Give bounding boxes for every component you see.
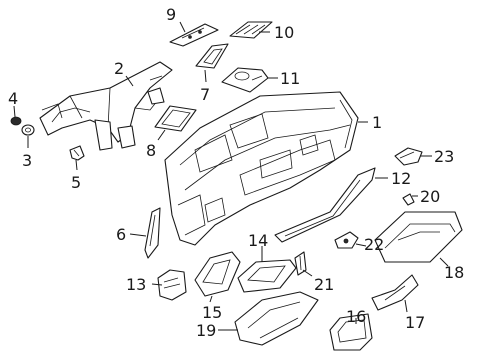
callout-1: 1	[372, 113, 382, 132]
callout-8: 8	[146, 141, 156, 160]
callout-22: 22	[364, 235, 384, 254]
callout-12: 12	[391, 169, 411, 188]
callout-19: 19	[196, 321, 216, 340]
leader-lines	[13, 21, 449, 331]
mounting-bracket	[294, 251, 307, 276]
callout-23: 23	[434, 147, 454, 166]
instrument-panel	[164, 91, 359, 246]
callout-20: 20	[420, 187, 440, 206]
switch-panel-tray	[229, 21, 273, 39]
trim-insert	[394, 147, 423, 166]
callout-9: 9	[166, 5, 176, 24]
cross-car-beam	[39, 61, 173, 151]
callout-10: 10	[274, 23, 294, 42]
connector-bracket	[334, 231, 359, 249]
callout-21: 21	[314, 275, 334, 294]
end-trim-panel	[144, 207, 161, 259]
callout-2: 2	[114, 59, 124, 78]
side-air-vent	[157, 269, 187, 301]
callout-13: 13	[126, 275, 146, 294]
mount-bushing	[21, 124, 35, 136]
callout-14: 14	[248, 231, 268, 250]
upper-cover-trim	[169, 23, 219, 47]
callout-11: 11	[280, 69, 300, 88]
callout-7: 7	[200, 85, 210, 104]
callout-15: 15	[202, 303, 222, 322]
callout-18: 18	[444, 263, 464, 282]
callout-16: 16	[346, 307, 366, 326]
retaining-clip	[402, 193, 415, 206]
clip-nut	[10, 116, 22, 126]
knee-bolster-panel	[234, 291, 319, 346]
callout-5: 5	[71, 173, 81, 192]
small-bracket	[69, 145, 85, 161]
callout-labels: 1 2 3 4 5 6 7 8 9 10 11 12 13 14 15 16 1…	[8, 5, 464, 340]
center-control-unit	[221, 67, 269, 93]
callout-17: 17	[405, 313, 425, 332]
callout-6: 6	[116, 225, 126, 244]
support-bracket	[371, 274, 419, 311]
glove-box	[374, 211, 463, 263]
defroster-grille	[154, 105, 197, 132]
callout-4: 4	[8, 89, 18, 108]
callout-3: 3	[22, 151, 32, 170]
instrument-cluster	[237, 259, 297, 293]
center-vent-bezel	[195, 43, 229, 69]
storage-compartment	[329, 313, 373, 351]
dash-trim-strip	[274, 167, 376, 243]
cluster-bezel	[194, 251, 241, 297]
